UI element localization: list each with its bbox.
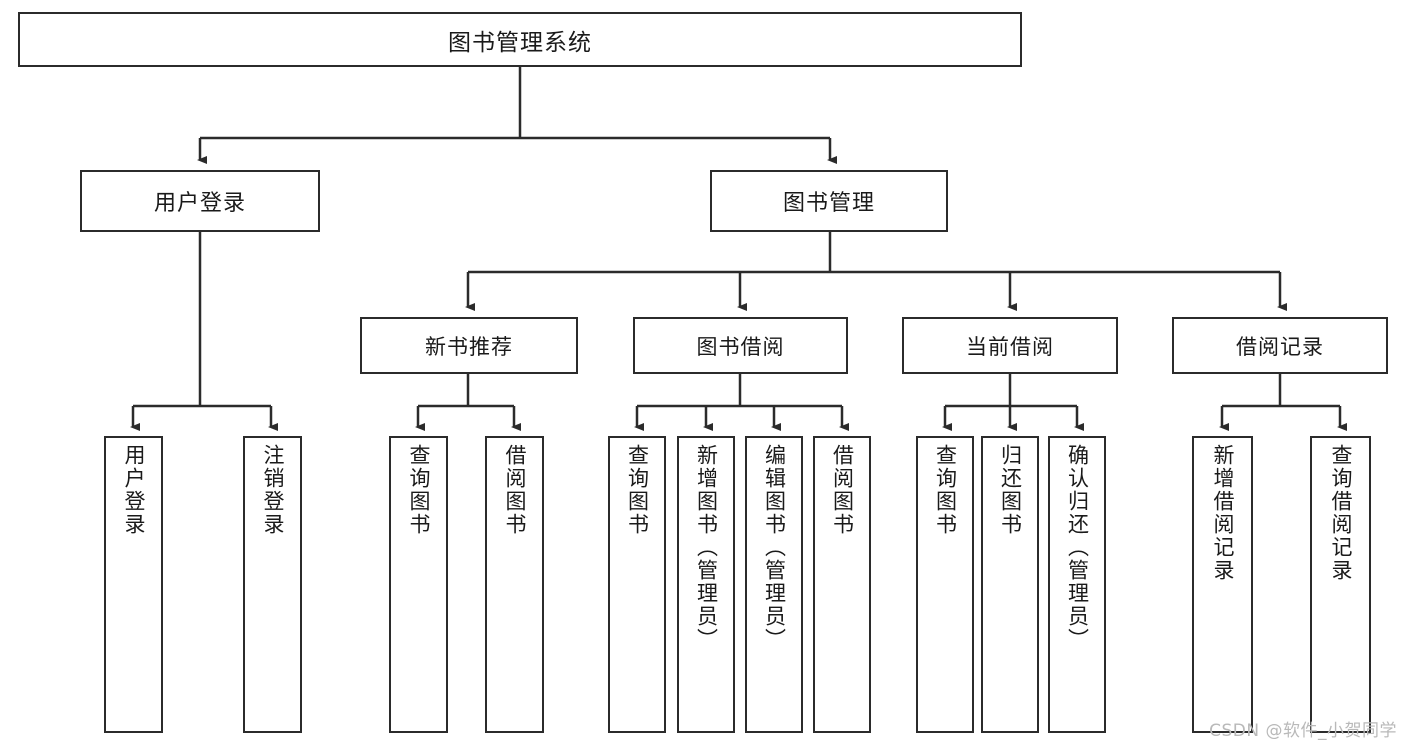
node-leaf-logout-login-label: 注销登录 [261, 444, 285, 536]
node-leaf-query-book-3-label: 查询图书 [933, 444, 958, 536]
node-user-login-label: 用户登录 [153, 191, 246, 216]
node-leaf-confirm-return[interactable]: 确认归还（管理员） [1048, 436, 1106, 733]
node-leaf-logout-login[interactable]: 注销登录 [243, 436, 302, 733]
node-book-management[interactable]: 图书管理 [710, 170, 948, 232]
node-leaf-add-book[interactable]: 新增图书（管理员） [677, 436, 735, 733]
node-current-borrow-label: 当前借阅 [966, 334, 1054, 359]
node-book-borrow-label: 图书借阅 [696, 334, 785, 359]
node-leaf-query-book-1[interactable]: 查询图书 [389, 436, 448, 733]
node-borrow-record[interactable]: 借阅记录 [1172, 317, 1388, 374]
node-leaf-borrow-book-1-label: 借阅图书 [503, 444, 527, 536]
node-leaf-user-login[interactable]: 用户登录 [104, 436, 163, 733]
node-leaf-return-book-label: 归还图书 [998, 444, 1023, 536]
node-leaf-query-book-3[interactable]: 查询图书 [916, 436, 974, 733]
node-leaf-confirm-return-label: 确认归还（管理员） [1065, 444, 1090, 651]
node-leaf-add-record-label: 新增借阅记录 [1211, 444, 1235, 582]
node-leaf-return-book[interactable]: 归还图书 [981, 436, 1039, 733]
node-leaf-edit-book-label: 编辑图书（管理员） [762, 444, 787, 651]
node-borrow-record-label: 借阅记录 [1236, 334, 1324, 359]
node-leaf-query-book-2[interactable]: 查询图书 [608, 436, 666, 733]
node-leaf-add-record[interactable]: 新增借阅记录 [1192, 436, 1253, 733]
node-leaf-borrow-book-2-label: 借阅图书 [830, 444, 855, 536]
csdn-watermark: CSDN @软件_小贺同学 [1209, 721, 1397, 741]
node-book-borrow[interactable]: 图书借阅 [633, 317, 848, 374]
node-new-book-recommend[interactable]: 新书推荐 [360, 317, 578, 374]
node-leaf-borrow-book-1[interactable]: 借阅图书 [485, 436, 544, 733]
node-leaf-query-record[interactable]: 查询借阅记录 [1310, 436, 1371, 733]
node-leaf-user-login-label: 用户登录 [122, 444, 146, 536]
node-root-label: 图书管理系统 [448, 29, 592, 56]
node-leaf-query-record-label: 查询借阅记录 [1329, 444, 1353, 582]
node-root[interactable]: 图书管理系统 [18, 12, 1022, 67]
node-leaf-edit-book[interactable]: 编辑图书（管理员） [745, 436, 803, 733]
node-new-book-recommend-label: 新书推荐 [425, 334, 513, 359]
node-leaf-query-book-1-label: 查询图书 [407, 444, 431, 536]
node-user-login[interactable]: 用户登录 [80, 170, 320, 232]
node-current-borrow[interactable]: 当前借阅 [902, 317, 1118, 374]
node-leaf-query-book-2-label: 查询图书 [625, 444, 650, 536]
node-book-management-label: 图书管理 [782, 191, 875, 216]
node-leaf-add-book-label: 新增图书（管理员） [694, 444, 719, 651]
node-leaf-borrow-book-2[interactable]: 借阅图书 [813, 436, 871, 733]
